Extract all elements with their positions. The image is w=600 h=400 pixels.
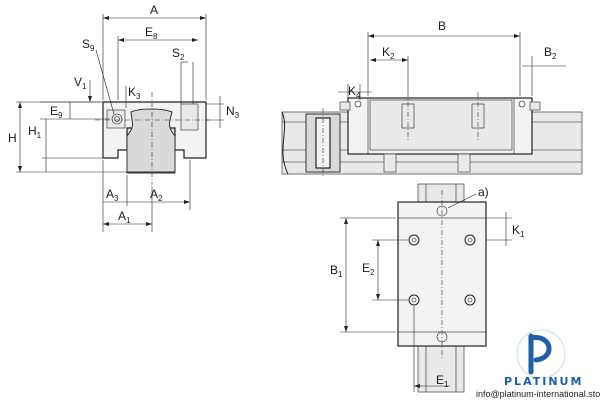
label-a: a) bbox=[478, 185, 489, 199]
label-B1: B1 bbox=[330, 263, 343, 279]
platinum-logo: PLATINUM bbox=[504, 329, 583, 388]
label-K4: K4 bbox=[348, 84, 361, 100]
side-view: B K2 B2 K4 bbox=[281, 19, 583, 178]
label-A1: A1 bbox=[118, 209, 131, 225]
label-V1: V1 bbox=[74, 75, 87, 91]
label-A: A bbox=[150, 3, 158, 17]
label-H: H bbox=[8, 131, 17, 145]
label-K1: K1 bbox=[512, 223, 525, 239]
logo-word: PLATINUM bbox=[504, 375, 583, 388]
carriage-block bbox=[102, 101, 207, 159]
label-S2: S2 bbox=[172, 46, 185, 62]
label-A2: A2 bbox=[150, 187, 163, 203]
top-view: a) K1 B1 E2 E1 bbox=[330, 183, 525, 393]
front-view: A E8 S9 S2 V1 K3 E9 N3 bbox=[8, 3, 240, 232]
contact-email: info@platinum-international.store bbox=[476, 389, 600, 399]
label-N3: N3 bbox=[226, 104, 240, 120]
label-E1: E1 bbox=[436, 373, 449, 389]
label-S9: S9 bbox=[82, 37, 95, 53]
label-B2: B2 bbox=[544, 45, 557, 61]
label-H1: H1 bbox=[28, 124, 42, 140]
label-K3: K3 bbox=[128, 85, 141, 101]
label-K2: K2 bbox=[382, 45, 395, 61]
label-A3: A3 bbox=[106, 187, 119, 203]
label-E2: E2 bbox=[362, 261, 375, 277]
label-E9: E9 bbox=[50, 104, 63, 120]
label-E8: E8 bbox=[145, 25, 158, 41]
label-B: B bbox=[438, 19, 446, 33]
